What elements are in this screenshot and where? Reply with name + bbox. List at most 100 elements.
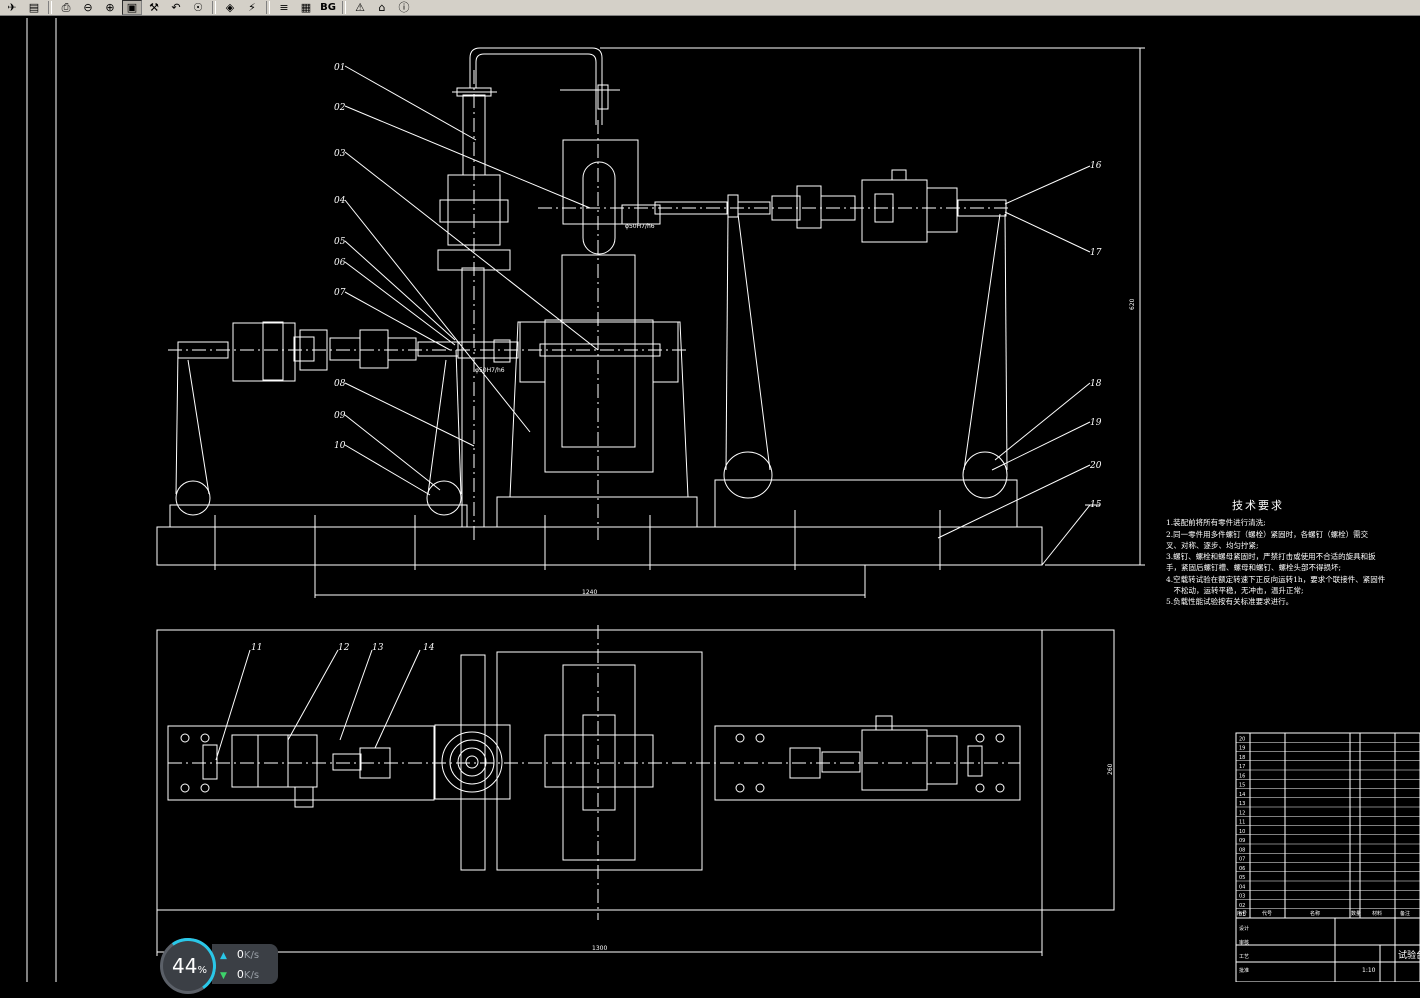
bom-row-number: 05 bbox=[1239, 875, 1245, 881]
callout-11: 11 bbox=[251, 643, 262, 653]
tech-line-7: 不松动，运转平稳，无冲击，温升正常; bbox=[1166, 586, 1304, 596]
bom-row-number: 07 bbox=[1239, 857, 1245, 863]
tech-line-4: 3.螺钉、螺栓和螺母紧固时，严禁打击或使用不合适的旋具和扳 bbox=[1166, 552, 1376, 562]
cad-drawing-canvas[interactable]: 01 02 03 04 05 06 07 08 09 10 16 17 18 1… bbox=[0, 16, 1420, 982]
bom-row-number: 01 bbox=[1239, 912, 1245, 918]
usage-percent-unit: % bbox=[197, 965, 207, 976]
download-value: 0 bbox=[236, 968, 244, 981]
callout-08: 08 bbox=[334, 379, 346, 389]
upload-row: ▲0K/s bbox=[220, 948, 259, 961]
callout-01: 01 bbox=[334, 63, 345, 73]
toolbar-separator bbox=[212, 1, 216, 14]
usage-percent-value: 44 bbox=[172, 954, 198, 978]
open-icon[interactable]: ✈ bbox=[7, 1, 17, 14]
bom-row-number: 20 bbox=[1239, 736, 1245, 742]
callout-07: 07 bbox=[334, 288, 346, 298]
network-panel bbox=[212, 944, 278, 984]
bg-toggle-button[interactable]: BG bbox=[320, 2, 336, 13]
bom-row-number: 11 bbox=[1239, 820, 1245, 826]
bom-row-number: 15 bbox=[1239, 783, 1245, 789]
bom-row-number: 02 bbox=[1239, 903, 1245, 909]
bom-table bbox=[1235, 732, 1420, 982]
regen-icon[interactable]: ⚡ bbox=[248, 1, 256, 14]
bom-row-number: 04 bbox=[1239, 884, 1245, 890]
bom-scale: 1:10 bbox=[1362, 967, 1376, 974]
callout-19: 17 bbox=[1090, 248, 1102, 258]
file-menu-icon[interactable]: ▤ bbox=[28, 1, 40, 14]
print-icon[interactable]: ⎙ bbox=[61, 1, 71, 14]
callout-18: 18 bbox=[1090, 379, 1102, 389]
zoom-prev-icon[interactable]: ↶ bbox=[171, 1, 181, 14]
warning-icon[interactable]: ⚠ bbox=[355, 1, 365, 14]
dim-front-width: 1240 bbox=[582, 589, 597, 596]
callout-20: 16 bbox=[1090, 161, 1102, 171]
toolbar-separator bbox=[266, 1, 270, 14]
callout-10: 10 bbox=[334, 441, 346, 451]
download-row: ▼ 0K/s bbox=[220, 968, 259, 981]
bom-row-number: 09 bbox=[1239, 838, 1245, 844]
title-block-label: 批准 bbox=[1239, 967, 1249, 974]
bom-header: 数量 bbox=[1351, 910, 1361, 917]
bom-header: 代号 bbox=[1262, 910, 1272, 917]
bom-row-number: 17 bbox=[1239, 764, 1245, 770]
viewer-toolbar: ✈ ▤ ⎙ ⊖ ⊕ ▣ ⚒ ↶ ☉ ◈ ⚡ ≡ ▦ BG ⚠ ⌂ ⓘ bbox=[0, 0, 1420, 16]
toolbar-separator bbox=[48, 1, 52, 14]
title-block-label: 设计 bbox=[1239, 925, 1249, 932]
top-view bbox=[156, 625, 1115, 956]
bom-row-number: 14 bbox=[1239, 792, 1245, 798]
callout-04: 04 bbox=[334, 196, 346, 206]
callout-17: 19 bbox=[1090, 418, 1102, 428]
zoom-realtime-icon[interactable]: ⚒ bbox=[149, 1, 159, 14]
tech-line-5: 手，紧固后螺钉槽、螺母和螺钉、螺栓头部不得损坏; bbox=[1166, 563, 1342, 573]
dim-top-width: 1300 bbox=[592, 945, 607, 952]
callout-06: 06 bbox=[334, 258, 346, 268]
print-preview-icon[interactable]: ▦ bbox=[300, 1, 312, 14]
download-arrow-icon: ▼ bbox=[220, 971, 227, 981]
zoom-in-icon[interactable]: ⊕ bbox=[105, 1, 115, 14]
callout-13: 13 bbox=[372, 643, 384, 653]
layers-icon[interactable]: ◈ bbox=[225, 1, 235, 14]
upload-value: 0 bbox=[236, 948, 244, 961]
bom-row-number: 16 bbox=[1239, 773, 1245, 779]
callout-15: 15 bbox=[1090, 500, 1102, 510]
bom-row-number: 13 bbox=[1239, 801, 1245, 807]
tech-line-8: 5.负载性能试验按有关标准要求进行。 bbox=[1166, 597, 1294, 607]
callout-02: 02 bbox=[334, 103, 346, 113]
technical-requirements: 技术要求 1.装配前将所有零件进行清洗; 2.同一零件用多件螺钉（螺栓）紧固时，… bbox=[1166, 500, 1420, 608]
callout-14: 14 bbox=[423, 643, 435, 653]
callout-16: 20 bbox=[1089, 461, 1102, 471]
dim-height: 620 bbox=[1129, 298, 1136, 310]
tech-title: 技术要求 bbox=[1232, 499, 1284, 512]
bom-row-number: 12 bbox=[1239, 810, 1245, 816]
properties-icon[interactable]: ≡ bbox=[279, 1, 289, 14]
upload-unit: K/s bbox=[243, 950, 260, 961]
home-icon[interactable]: ⌂ bbox=[378, 1, 386, 14]
title-block-label: 审核 bbox=[1239, 939, 1249, 946]
zoom-out-icon[interactable]: ⊖ bbox=[83, 1, 93, 14]
front-view bbox=[156, 47, 1145, 598]
bom-project: 试验台 bbox=[1398, 949, 1420, 961]
bom-row-number: 10 bbox=[1239, 829, 1245, 835]
bom-row-number: 03 bbox=[1239, 894, 1245, 900]
dim-top-height: 260 bbox=[1107, 763, 1114, 775]
bom-header: 名称 bbox=[1310, 910, 1320, 917]
title-block-label: 工艺 bbox=[1239, 954, 1249, 960]
callout-05: 05 bbox=[334, 237, 346, 247]
usage-percent: 44% bbox=[172, 954, 207, 978]
zoom-window-icon[interactable]: ▣ bbox=[122, 0, 142, 15]
fit-note-left: φ50H7/h6 bbox=[475, 367, 505, 374]
bom-row-number: 08 bbox=[1239, 847, 1245, 853]
fit-note-top: φ50H7/h6 bbox=[625, 223, 655, 230]
bom-row-number: 18 bbox=[1239, 755, 1245, 761]
download-unit: K/s bbox=[243, 970, 260, 981]
tech-line-1: 1.装配前将所有零件进行清洗; bbox=[1166, 518, 1266, 528]
network-speed-widget[interactable]: 44% ▲0K/s ▼0K/s bbox=[155, 933, 278, 998]
callout-09: 09 bbox=[334, 411, 346, 421]
tech-line-3: 叉、对称、逐步、均匀拧紧; bbox=[1166, 540, 1259, 550]
zoom-extents-icon[interactable]: ☉ bbox=[193, 1, 203, 14]
tech-line-2: 2.同一零件用多件螺钉（螺栓）紧固时，各螺钉（螺栓）需交 bbox=[1166, 529, 1369, 539]
toolbar-separator bbox=[342, 1, 346, 14]
bom-header: 备注 bbox=[1400, 910, 1410, 917]
callout-12: 12 bbox=[338, 643, 350, 653]
info-icon[interactable]: ⓘ bbox=[398, 1, 410, 14]
